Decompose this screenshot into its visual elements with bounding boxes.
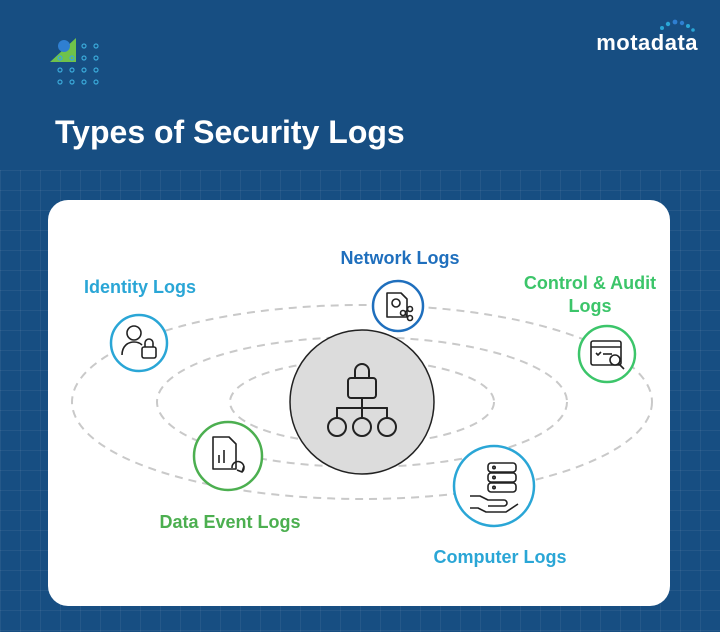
data-event-logs-label: Data Event Logs [159, 512, 301, 532]
page-title: Types of Security Logs [55, 114, 405, 150]
lock-hierarchy-icon [327, 363, 397, 437]
user-lock-icon [121, 325, 157, 359]
identity-logs-node [109, 313, 169, 373]
control-audit-logs-label-line1: Control & Audit [523, 273, 657, 293]
network-logs-node [371, 279, 425, 333]
data-event-logs-node [192, 420, 264, 492]
file-chart-refresh-icon [212, 436, 245, 473]
brand-dots-icon [660, 19, 695, 32]
computer-logs-node [452, 444, 536, 528]
identity-logs-label: Identity Logs [84, 277, 196, 297]
server-hand-icon [470, 462, 519, 513]
decorative-logo-mark [50, 38, 99, 85]
computer-logs-label: Computer Logs [433, 547, 567, 567]
document-share-icon [386, 292, 414, 322]
center-node [289, 329, 435, 475]
outer-orbit [71, 304, 653, 500]
control-audit-logs-node [577, 324, 637, 384]
brand-logo-text: motadata [596, 30, 698, 55]
browser-search-icon [590, 340, 625, 370]
network-logs-label: Network Logs [340, 248, 460, 268]
control-audit-logs-label-line2: Logs [568, 296, 612, 316]
